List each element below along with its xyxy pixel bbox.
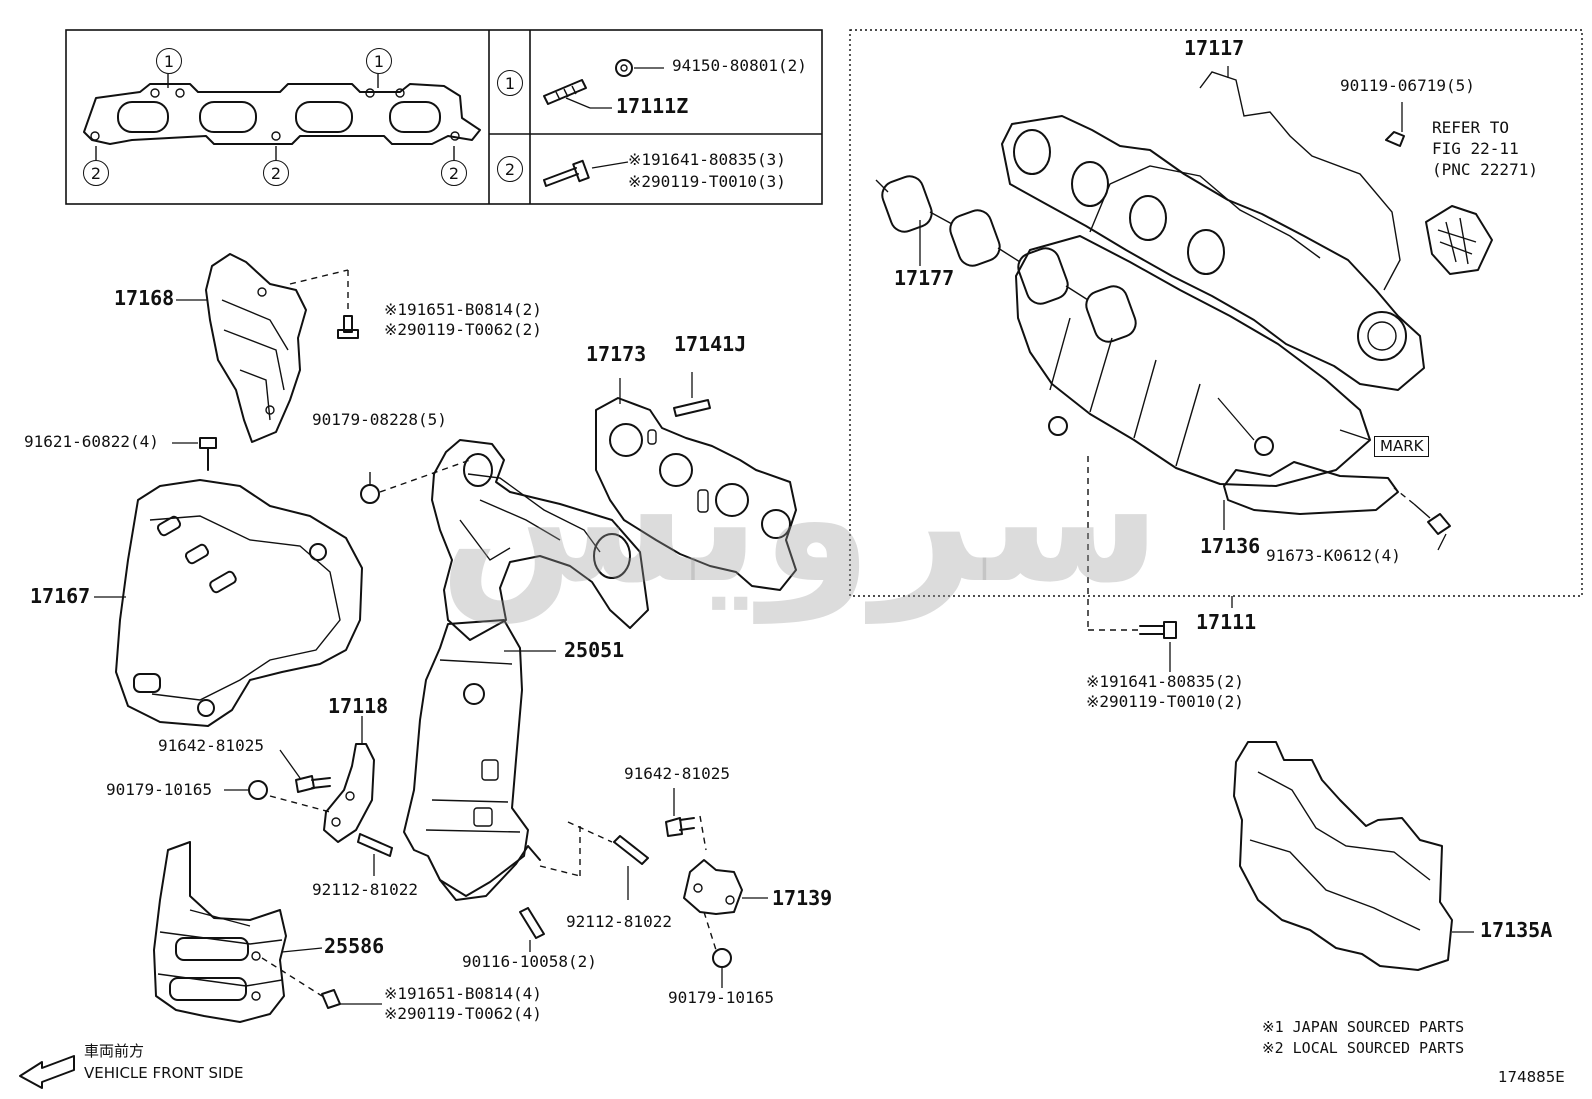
lower-heat-shield-drawing	[153, 841, 323, 1023]
label-17177: 17177	[894, 266, 955, 290]
label-94150-80801: 94150-80801(2)	[672, 56, 807, 75]
label-17111Z: 17111Z	[616, 94, 689, 118]
note-japan-sourced: ※1 JAPAN SOURCED PARTS	[1262, 1018, 1465, 1036]
label-17111-bolt2: ※290119-T0010(2)	[1086, 692, 1244, 711]
label-25586-bolt2: ※290119-T0062(4)	[384, 1004, 542, 1023]
bolt-90119-drawing	[1385, 102, 1405, 147]
refer-line-2: FIG 22-11	[1432, 139, 1519, 158]
label-25051: 25051	[564, 638, 625, 662]
refer-line-1: REFER TO	[1432, 118, 1510, 137]
refer-line-3: (PNC 22271)	[1432, 160, 1538, 179]
exhaust-gasket-17173-drawing	[595, 378, 797, 591]
label-17135A: 17135A	[1480, 918, 1553, 942]
nut-90179-right-drawing	[712, 948, 732, 988]
heat-insulator-drawing	[94, 479, 363, 727]
throttle-gasket-drawing	[1425, 205, 1493, 275]
label-90179-10165-left: 90179-10165	[106, 780, 212, 799]
label-90116-10058: 90116-10058(2)	[462, 952, 597, 971]
stud-17141J-drawing	[673, 372, 711, 417]
front-side-en: VEHICLE FRONT SIDE	[84, 1064, 244, 1082]
label-91621-60822: 91621-60822(4)	[24, 432, 159, 451]
label-91642-81025-left: 91642-81025	[158, 736, 264, 755]
bolt-91642-right-drawing	[665, 788, 707, 851]
label-17111-bolt1: ※191641-80835(2)	[1086, 672, 1244, 691]
label-25586: 25586	[324, 934, 385, 958]
watermark: سرویس	[439, 414, 1162, 625]
label-17168-bolt2: ※290119-T0062(2)	[384, 320, 542, 339]
label-17167: 17167	[30, 584, 91, 608]
label-90179-10165-right: 90179-10165	[668, 988, 774, 1007]
insulator-17135A-drawing	[1233, 741, 1474, 971]
stud-92112-right-drawing	[567, 821, 649, 900]
bolt-25586-drawing	[321, 989, 382, 1009]
bolt-17168-drawing	[337, 315, 359, 339]
bracket-17139-drawing	[683, 859, 768, 951]
label-17168-bolt1: ※191651-B0814(2)	[384, 300, 542, 319]
table-row2-callout: 2	[497, 156, 523, 182]
table-row1-callout: 1	[497, 70, 523, 96]
callout-2-mid: 2	[263, 160, 289, 186]
callout-1-left: 1	[156, 48, 182, 74]
label-90119-T0010-3: ※290119-T0010(3)	[628, 172, 786, 191]
figure-id: 174885E	[1498, 1068, 1565, 1086]
stud-and-nut-drawing	[543, 59, 664, 109]
bolt-table-frame	[65, 29, 823, 205]
bracket-17118-drawing	[323, 716, 375, 843]
label-91673-K0612: 91673-K0612(4)	[1266, 546, 1401, 565]
intake-manifold-frame	[849, 29, 1583, 597]
label-25586-bolt1: ※191651-B0814(4)	[384, 984, 542, 1003]
label-92112-81022-left: 92112-81022	[312, 880, 418, 899]
stud-90116-drawing	[519, 907, 545, 952]
exhaust-manifold-drawing	[403, 439, 649, 901]
label-17136: 17136	[1200, 534, 1261, 558]
bolt-drawing	[543, 159, 629, 187]
label-17168: 17168	[114, 286, 175, 310]
bolt-17111-drawing	[1087, 456, 1177, 672]
note-local-sourced: ※2 LOCAL SOURCED PARTS	[1262, 1039, 1465, 1057]
front-side-jp: 車両前方	[84, 1042, 145, 1060]
label-90119-06719: 90119-06719(5)	[1340, 76, 1475, 95]
stud-92112-left-drawing	[357, 833, 393, 876]
label-17111: 17111	[1196, 610, 1257, 634]
label-17139: 17139	[772, 886, 833, 910]
mark-label: MARK	[1374, 436, 1430, 457]
label-91642-81025-right: 91642-81025	[624, 764, 730, 783]
label-17117: 17117	[1184, 36, 1245, 60]
callout-1-right: 1	[366, 48, 392, 74]
nut-90179-08228-drawing	[360, 459, 471, 504]
intake-gasket-drawing	[875, 175, 1137, 343]
label-92112-81022-right: 92112-81022	[566, 912, 672, 931]
bolt-91642-left-drawing	[279, 749, 331, 793]
callout-2-left: 2	[83, 160, 109, 186]
label-91641-80835-3: ※191641-80835(3)	[628, 150, 786, 169]
bolt-91621-drawing	[172, 437, 217, 471]
heat-shield-upper-drawing	[176, 253, 349, 443]
exhaust-gasket-drawing	[83, 74, 481, 160]
callout-2-right: 2	[441, 160, 467, 186]
label-90179-08228: 90179-08228(5)	[312, 410, 447, 429]
label-17173: 17173	[586, 342, 647, 366]
intake-manifold-drawing	[1001, 66, 1425, 530]
nut-90179-left-drawing	[224, 780, 331, 813]
front-arrow-icon	[19, 1055, 75, 1089]
label-17141J: 17141J	[674, 332, 747, 356]
label-17118: 17118	[328, 694, 389, 718]
bolt-91673-drawing	[1393, 487, 1451, 551]
